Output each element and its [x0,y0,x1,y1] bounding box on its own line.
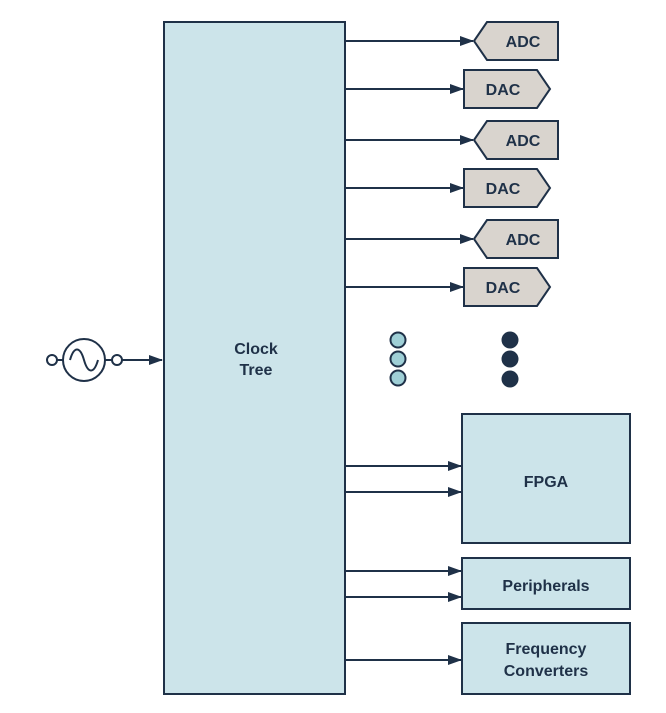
dac-block: DAC [463,69,552,109]
dac-block: DAC [463,267,552,307]
adc-label: ADC [506,232,541,249]
converter-arrows [345,36,474,292]
dac-label: DAC [486,82,521,99]
continuation-dots-dark [501,331,519,388]
adc-label: ADC [506,34,541,51]
dac-label: DAC [486,280,521,297]
clock-tree-block: Clock Tree [163,21,346,695]
adc-label: ADC [506,133,541,150]
dac-block: DAC [463,168,552,208]
fpga-block: FPGA [461,413,631,544]
peripherals-label: Peripherals [502,578,589,595]
clock-tree-label-line1: Clock [234,341,278,358]
frequency-converters-block: Frequency Converters [461,622,631,695]
adc-block: ADC [472,219,559,259]
continuation-dots-light [389,331,407,387]
adc-block: ADC [472,120,559,160]
fpga-label: FPGA [524,474,569,491]
frequency-converters-label-line2: Converters [504,663,589,680]
frequency-converters-label-line1: Frequency [506,641,587,658]
sine-wave-oscillator-icon [46,338,123,382]
dac-label: DAC [486,181,521,198]
peripherals-block: Peripherals [461,557,631,610]
adc-block: ADC [472,21,559,61]
clock-tree-label-line2: Tree [240,362,273,379]
